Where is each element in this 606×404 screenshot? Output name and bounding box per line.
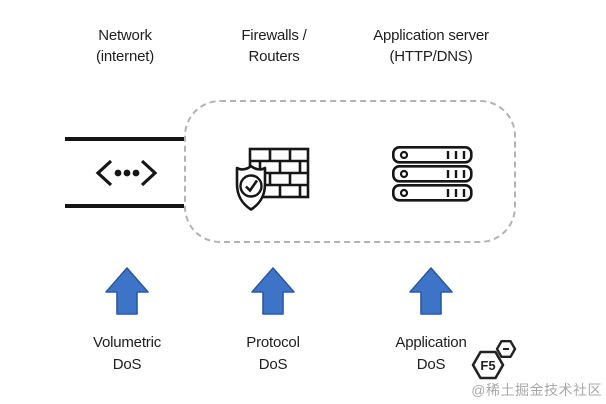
network-label-line1: Network — [98, 27, 152, 44]
volumetric-label-line1: Volumetric — [92, 334, 162, 351]
protocol-label-line1: Protocol — [246, 334, 300, 351]
watermark-text: @稀土掘金技术社区 — [471, 382, 602, 398]
appserver-label-line2: (HTTP/DNS) — [389, 48, 473, 65]
application-label-line2: DoS — [416, 356, 446, 373]
volumetric-dos-label: Volumetric DoS — [41, 332, 213, 376]
server-stack-icon — [392, 146, 473, 202]
appserver-column-label: Application server (HTTP/DNS) — [345, 25, 517, 67]
appserver-label-line1: Application server — [373, 27, 489, 44]
volumetric-label-line2: DoS — [112, 356, 142, 373]
network-column-label: Network (internet) — [39, 25, 211, 67]
pipe-top-line — [65, 137, 186, 141]
protocol-up-arrow-icon — [251, 267, 295, 315]
firewalls-column-label: Firewalls / Routers — [188, 25, 360, 67]
application-dos-label: Application DoS — [345, 332, 517, 376]
f5-logo-text: F5 — [480, 358, 495, 373]
application-up-arrow-icon — [409, 267, 453, 315]
network-traffic-icon — [95, 159, 158, 187]
protocol-label-line2: DoS — [258, 356, 288, 373]
firewall-shield-check-icon — [235, 147, 310, 211]
firewalls-label-line2: Routers — [248, 48, 300, 65]
pipe-bottom-line — [65, 204, 186, 208]
f5-logo: F5 — [471, 339, 517, 380]
firewalls-label-line1: Firewalls / — [241, 27, 307, 44]
volumetric-up-arrow-icon — [105, 267, 149, 315]
protocol-dos-label: Protocol DoS — [187, 332, 359, 376]
application-label-line1: Application — [395, 334, 467, 351]
network-label-line2: (internet) — [95, 48, 155, 65]
